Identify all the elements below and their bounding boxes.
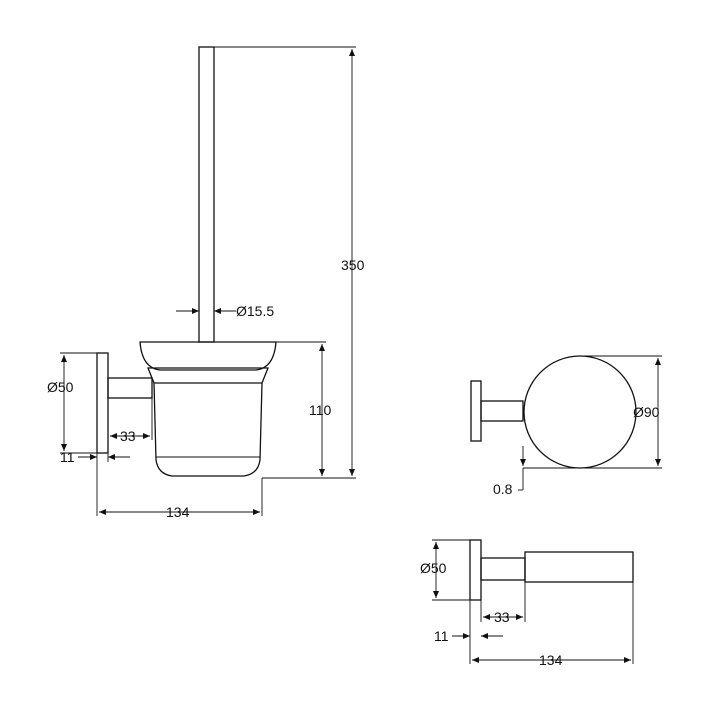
dim-label-gap: 0.8	[493, 481, 513, 497]
dim-label-rosette-thickness: 11	[60, 449, 75, 465]
dim-label-overall-depth2: 134	[539, 652, 563, 668]
top-view: Ø50 33 11 134	[420, 539, 634, 668]
dim-label-rosette2-diameter: Ø50	[420, 560, 447, 576]
holder-ring-front	[523, 355, 637, 469]
wall-rosette	[96, 352, 109, 454]
dim-label-rosette-diameter: Ø50	[47, 379, 74, 395]
holder-ring-top	[524, 551, 634, 583]
wall-rosette-front	[470, 380, 482, 442]
dim-label-rosette2-thickness: 11	[434, 628, 449, 644]
dim-label-arm2-length: 33	[494, 609, 510, 625]
wall-rosette-top	[469, 539, 482, 601]
dim-label-arm-length: 33	[120, 428, 136, 444]
brush-handle	[198, 46, 215, 343]
dim-label-cup-height: 110	[309, 402, 332, 418]
side-view: 350 Ø15.5 110 Ø50 33 11 134	[47, 46, 365, 520]
mounting-arm-front	[480, 400, 524, 422]
dim-label-ring-diameter: Ø90	[633, 404, 660, 420]
mounting-arm-top	[480, 557, 526, 581]
dim-label-overall-depth: 134	[166, 504, 190, 520]
mounting-arm	[107, 377, 153, 399]
brush-head	[139, 341, 277, 371]
glass-cup	[153, 382, 263, 477]
dim-label-handle-diameter: Ø15.5	[236, 303, 274, 319]
front-view: Ø90 0.8	[470, 355, 662, 497]
dim-label-overall-height: 350	[341, 257, 365, 273]
